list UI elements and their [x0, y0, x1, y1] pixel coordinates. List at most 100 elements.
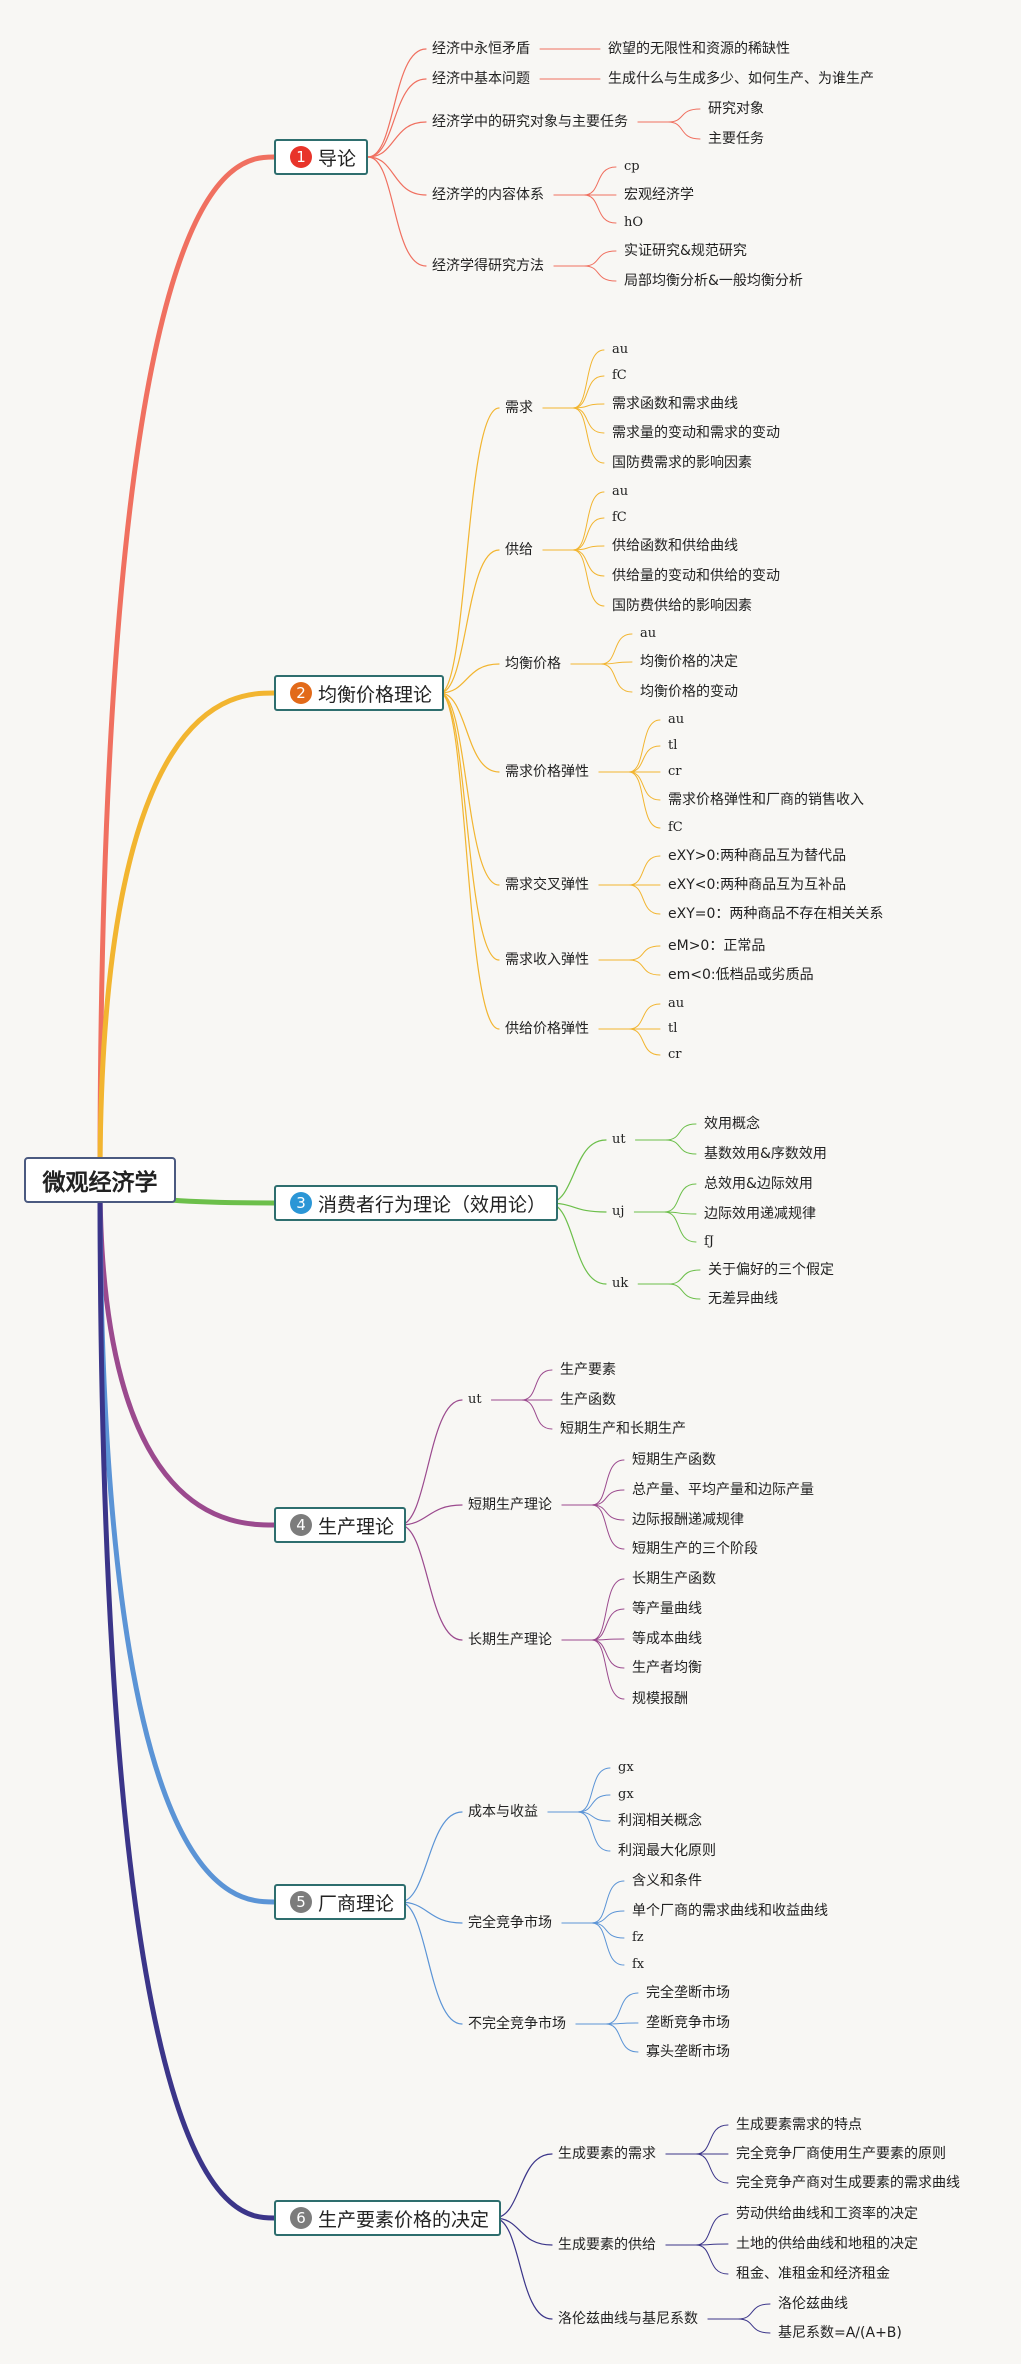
leaf-item[interactable]: 边际效用递减规律 — [704, 1206, 816, 1222]
topic-3-1[interactable]: ut — [612, 1132, 626, 1147]
leaf-item[interactable]: 基数效用&序数效用 — [704, 1146, 827, 1162]
leaf-item[interactable]: 生成什么与生成多少、如何生产、为谁生产 — [608, 71, 874, 87]
topic-2-1[interactable]: 需求 — [505, 400, 533, 416]
leaf-item[interactable]: 主要任务 — [708, 131, 764, 147]
leaf-item[interactable]: tl — [668, 1021, 678, 1036]
topic-4-2[interactable]: 短期生产理论 — [468, 1497, 552, 1513]
leaf-item[interactable]: 劳动供给曲线和工资率的决定 — [736, 2206, 918, 2222]
leaf-item[interactable]: fC — [612, 368, 627, 383]
leaf-item[interactable]: 需求函数和需求曲线 — [612, 396, 738, 412]
topic-3-2[interactable]: uj — [612, 1204, 625, 1219]
topic-6-2[interactable]: 生成要素的供给 — [558, 2237, 656, 2253]
topic-5-2[interactable]: 完全竞争市场 — [468, 1915, 552, 1931]
leaf-item[interactable]: eM>0：正常品 — [668, 938, 766, 954]
leaf-item[interactable]: 需求量的变动和需求的变动 — [612, 425, 780, 441]
topic-2-3[interactable]: 均衡价格 — [505, 656, 561, 672]
leaf-item[interactable]: 利润相关概念 — [618, 1813, 702, 1829]
topic-3-3[interactable]: uk — [612, 1276, 629, 1291]
leaf-item[interactable]: 需求价格弹性和厂商的销售收入 — [668, 792, 864, 808]
topic-6-1[interactable]: 生成要素的需求 — [558, 2146, 656, 2162]
leaf-item[interactable]: eXY<0:两种商品互为互补品 — [668, 877, 847, 893]
leaf-item[interactable]: cr — [668, 764, 682, 779]
leaf-item[interactable]: 欲望的无限性和资源的稀缺性 — [608, 41, 790, 57]
leaf-item[interactable]: 长期生产函数 — [632, 1571, 716, 1587]
leaf-item[interactable]: 生产者均衡 — [632, 1660, 702, 1676]
leaf-item[interactable]: 供给量的变动和供给的变动 — [612, 568, 780, 584]
root-node[interactable]: 微观经济学 — [24, 1157, 176, 1203]
leaf-item[interactable]: em<0:低档品或劣质品 — [668, 967, 814, 983]
topic-1-5[interactable]: 经济学得研究方法 — [432, 258, 544, 274]
leaf-item[interactable]: fC — [612, 510, 627, 525]
leaf-item[interactable]: 完全竞争产商对生成要素的需求曲线 — [736, 2175, 960, 2191]
leaf-item[interactable]: 基尼系数=A/(A+B) — [778, 2325, 902, 2341]
topic-4-1[interactable]: ut — [468, 1392, 482, 1407]
leaf-item[interactable]: eXY>0:两种商品互为替代品 — [668, 848, 847, 864]
leaf-item[interactable]: 土地的供给曲线和地租的决定 — [736, 2236, 918, 2252]
topic-1-3[interactable]: 经济学中的研究对象与主要任务 — [432, 114, 628, 130]
leaf-item[interactable]: gx — [618, 1760, 634, 1775]
leaf-item[interactable]: 宏观经济学 — [624, 187, 694, 203]
leaf-item[interactable]: 总效用&边际效用 — [704, 1176, 813, 1192]
leaf-item[interactable]: 完全垄断市场 — [646, 1985, 730, 2001]
leaf-item[interactable]: 短期生产和长期生产 — [560, 1421, 686, 1437]
topic-2-4[interactable]: 需求价格弹性 — [505, 764, 589, 780]
topic-4-3[interactable]: 长期生产理论 — [468, 1632, 552, 1648]
topic-6-3[interactable]: 洛伦兹曲线与基尼系数 — [558, 2311, 698, 2327]
leaf-item[interactable]: 均衡价格的变动 — [640, 684, 738, 700]
topic-2-7[interactable]: 供给价格弹性 — [505, 1021, 589, 1037]
leaf-item[interactable]: 租金、准租金和经济租金 — [736, 2266, 890, 2282]
topic-2-2[interactable]: 供给 — [505, 542, 533, 558]
leaf-item[interactable]: au — [668, 996, 685, 1011]
leaf-item[interactable]: au — [612, 484, 629, 499]
leaf-item[interactable]: cp — [624, 159, 640, 174]
leaf-item[interactable]: 寡头垄断市场 — [646, 2044, 730, 2060]
leaf-item[interactable]: 局部均衡分析&一般均衡分析 — [624, 273, 803, 289]
leaf-item[interactable]: au — [612, 342, 629, 357]
leaf-item[interactable]: 总产量、平均产量和边际产量 — [632, 1482, 814, 1498]
leaf-item[interactable]: 实证研究&规范研究 — [624, 243, 747, 259]
leaf-item[interactable]: 效用概念 — [704, 1116, 760, 1132]
leaf-item[interactable]: 含义和条件 — [632, 1873, 702, 1889]
leaf-item[interactable]: tl — [668, 738, 678, 753]
leaf-item[interactable]: fx — [632, 1957, 645, 1972]
leaf-item[interactable]: 洛伦兹曲线 — [778, 2296, 848, 2312]
leaf-item[interactable]: fJ — [704, 1234, 715, 1249]
leaf-item[interactable]: 国防费供给的影响因素 — [612, 598, 752, 614]
topic-5-3[interactable]: 不完全竞争市场 — [468, 2016, 566, 2032]
leaf-item[interactable]: 无差异曲线 — [708, 1291, 778, 1307]
leaf-item[interactable]: 完全竞争厂商使用生产要素的原则 — [736, 2146, 946, 2162]
leaf-item[interactable]: 规模报酬 — [632, 1691, 688, 1707]
leaf-item[interactable]: eXY=0：两种商品不存在相关关系 — [668, 906, 884, 922]
leaf-item[interactable]: 生产要素 — [560, 1362, 616, 1378]
topic-2-6[interactable]: 需求收入弹性 — [505, 952, 589, 968]
leaf-item[interactable]: 关于偏好的三个假定 — [708, 1262, 834, 1278]
leaf-item[interactable]: 边际报酬递减规律 — [632, 1512, 744, 1528]
topic-1-2[interactable]: 经济中基本问题 — [432, 71, 530, 87]
leaf-item[interactable]: 生产函数 — [560, 1392, 616, 1408]
topic-5-1[interactable]: 成本与收益 — [468, 1804, 538, 1820]
leaf-item[interactable]: 生成要素需求的特点 — [736, 2117, 862, 2133]
leaf-item[interactable]: fz — [632, 1930, 644, 1945]
topic-1-4[interactable]: 经济学的内容体系 — [432, 187, 544, 203]
leaf-item[interactable]: hO — [624, 215, 644, 230]
leaf-item[interactable]: 利润最大化原则 — [618, 1843, 716, 1859]
leaf-item[interactable]: 短期生产的三个阶段 — [632, 1541, 758, 1557]
leaf-item[interactable]: 供给函数和供给曲线 — [612, 538, 738, 554]
leaf-item[interactable]: 等成本曲线 — [632, 1631, 702, 1647]
leaf-item[interactable]: 均衡价格的决定 — [640, 654, 738, 670]
leaf-item[interactable]: 研究对象 — [708, 101, 764, 117]
leaf-item[interactable]: 短期生产函数 — [632, 1452, 716, 1468]
leaf-item[interactable]: au — [668, 712, 685, 727]
leaf-item[interactable]: au — [640, 626, 657, 641]
topic-2-5[interactable]: 需求交叉弹性 — [505, 877, 589, 893]
leaf-item[interactable]: 等产量曲线 — [632, 1601, 702, 1617]
leaf-item[interactable]: gx — [618, 1787, 634, 1802]
leaf-item[interactable]: 单个厂商的需求曲线和收益曲线 — [632, 1903, 828, 1919]
leaf-item[interactable]: 垄断竞争市场 — [646, 2015, 730, 2031]
